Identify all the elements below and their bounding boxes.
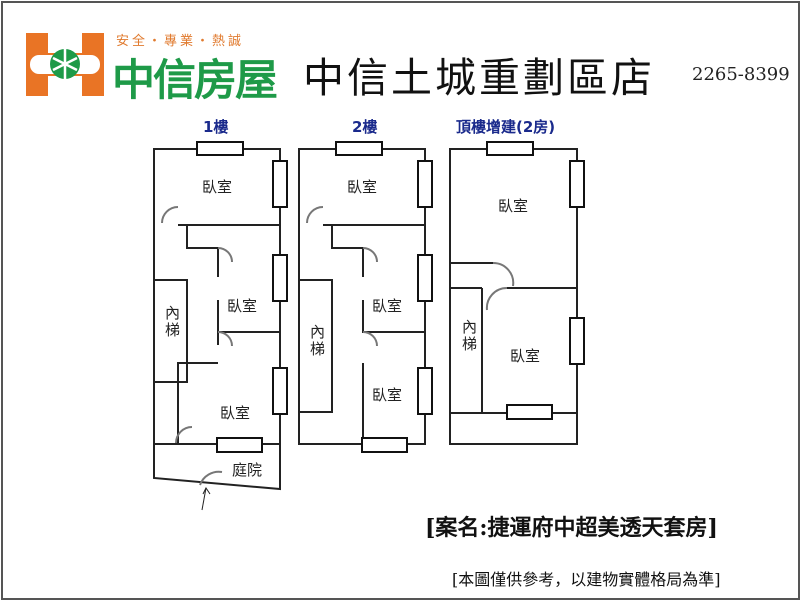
company-logo — [26, 33, 104, 96]
disclaimer-note: [本圖僅供參考，以建物實體格局為準] — [452, 570, 721, 589]
room-bedroom: 臥室 — [372, 297, 403, 315]
room-bedroom: 臥室 — [227, 297, 258, 315]
room-bedroom: 臥室 — [372, 386, 403, 404]
room-courtyard: 庭院 — [232, 461, 263, 479]
room-bedroom: 臥室 — [347, 178, 378, 196]
room-bedroom: 臥室 — [220, 404, 251, 422]
floor-label-1: 1樓 — [203, 118, 229, 136]
room-bedroom: 臥室 — [510, 347, 541, 365]
floor-label-roof: 頂樓增建(2房) — [456, 118, 556, 136]
windows — [196, 141, 585, 453]
room-bedroom: 臥室 — [202, 178, 233, 196]
room-stairs: 內梯 — [308, 324, 326, 358]
store-name: 中信土城重劃區店 — [303, 54, 655, 102]
room-stairs: 內梯 — [163, 305, 181, 339]
case-name: [案名:捷運府中超美透天套房] — [425, 515, 718, 541]
room-stairs: 內梯 — [460, 319, 478, 353]
slogan: 安全・專業・熱誠 — [116, 34, 245, 49]
phone-number: 2265-8399 — [692, 64, 790, 85]
brand-name: 中信房屋 — [112, 56, 278, 106]
floor-label-2: 2樓 — [352, 118, 378, 136]
roof-floor-plan — [449, 148, 578, 445]
room-bedroom: 臥室 — [498, 197, 529, 215]
